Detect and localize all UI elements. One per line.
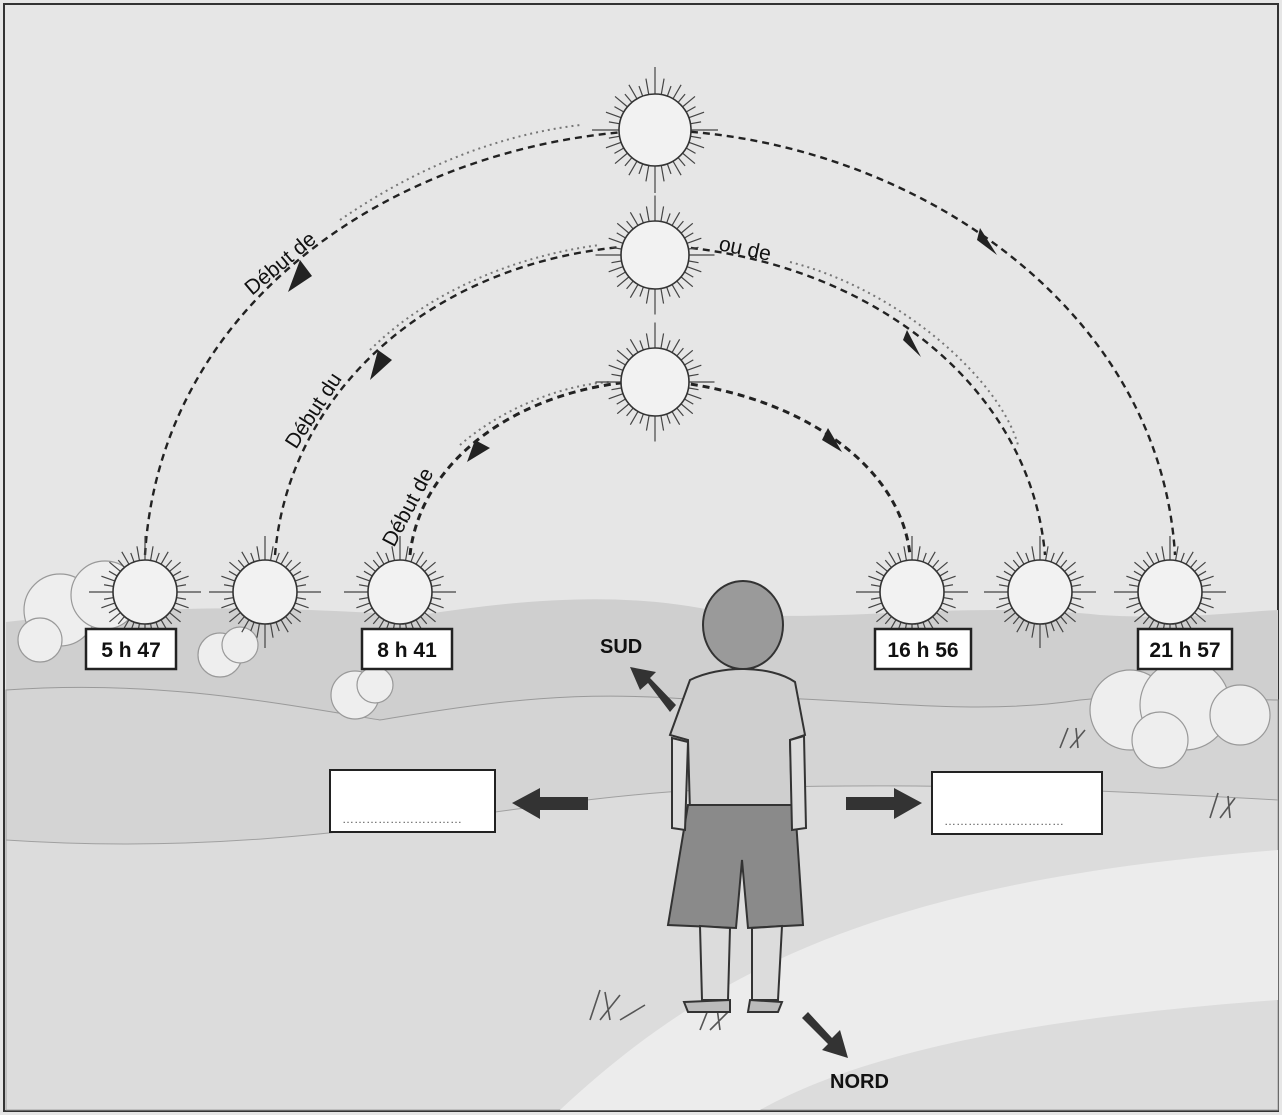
inner-arc-dotted — [459, 381, 611, 446]
child-figure — [666, 580, 808, 1013]
sun-rise-summer-icon — [89, 536, 201, 648]
child-feet — [682, 998, 784, 1013]
sun-summer-noon-icon — [592, 67, 718, 193]
time-label-2: 8 h 41 — [377, 639, 437, 662]
child-shorts — [666, 804, 805, 930]
middle-arc-dashed-right — [654, 243, 1047, 556]
sun-rise-equinox-icon — [209, 536, 321, 648]
child-right-leg — [751, 924, 784, 1001]
sun-set-equinox-icon — [984, 536, 1096, 648]
sun-equinox-noon-icon — [595, 195, 715, 315]
time-label-1: 5 h 47 — [101, 639, 161, 662]
landscape — [5, 560, 1279, 1111]
time-box-3: 16 h 56 — [873, 627, 973, 671]
right-answer-box[interactable] — [931, 771, 1103, 835]
outer-arc-dashed-right — [654, 128, 1177, 556]
inner-arrow-left — [467, 440, 490, 462]
foreground-path — [560, 850, 1278, 1110]
south-label: SUD — [600, 636, 642, 658]
left-arrow — [512, 788, 588, 819]
middle-arrow-left — [370, 350, 392, 380]
outer-arc-dotted — [339, 124, 581, 221]
child-left-arm — [671, 736, 690, 832]
north-indicator: NORD — [802, 1012, 889, 1093]
inner-arc-dashed-left — [408, 378, 656, 556]
right-answer-dots: ………………………… — [944, 814, 1064, 828]
west-answer: ………………………… — [329, 769, 588, 833]
suns — [89, 67, 1226, 648]
middle-arc-dashed-left — [273, 243, 656, 556]
middle-arrow-right — [903, 330, 921, 357]
middle-arc-dotted-right — [789, 261, 1019, 446]
time-box-4: 21 h 57 — [1136, 627, 1234, 671]
south-indicator: SUD — [600, 636, 676, 712]
time-label-4: 21 h 57 — [1149, 639, 1220, 662]
sun-winter-noon-icon — [595, 322, 715, 442]
child-left-leg — [698, 924, 732, 1001]
right-arrow — [846, 788, 922, 819]
south-arrow — [630, 667, 676, 712]
bush-mid-left — [197, 626, 394, 720]
left-answer-box[interactable] — [329, 769, 496, 833]
north-label: NORD — [830, 1071, 889, 1093]
time-box-1: 5 h 47 — [84, 627, 178, 671]
inner-arrow-right — [822, 428, 842, 452]
child-head — [702, 580, 784, 670]
arc-arrows — [288, 228, 997, 462]
time-box-2: 8 h 41 — [360, 627, 454, 671]
time-label-3: 16 h 56 — [887, 639, 958, 662]
north-arrow — [802, 1012, 848, 1058]
child-right-arm — [788, 734, 808, 832]
outer-arrow-right — [977, 228, 997, 255]
outer-arrow-left — [288, 260, 312, 292]
left-answer-dots: ………………………… — [342, 812, 462, 826]
east-answer: ………………………… — [846, 771, 1103, 835]
child-shirt — [668, 668, 807, 814]
